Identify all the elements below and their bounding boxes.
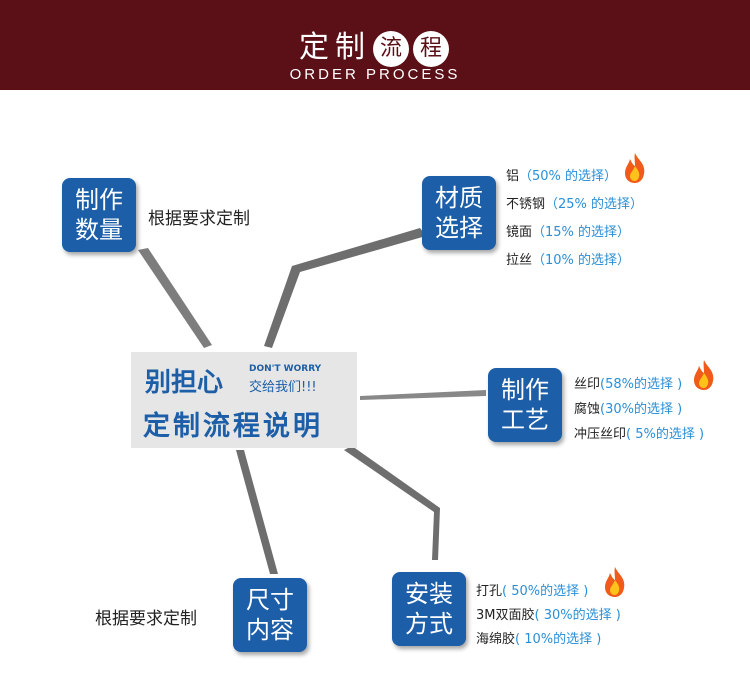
node-quantity: 制作 数量 bbox=[62, 178, 136, 252]
line-size bbox=[236, 450, 278, 574]
node-craft: 制作 工艺 bbox=[488, 368, 562, 442]
center-panel: 别担心 DON'T WORRY 交给我们!!! 定制流程说明 bbox=[131, 352, 357, 448]
option-percent: ( 50%的选择 ) bbox=[502, 584, 589, 599]
line-craft bbox=[360, 390, 486, 400]
node-quantity-line2: 数量 bbox=[75, 216, 123, 244]
install-option-2: 3M双面胶( 30%的选择 ) bbox=[476, 604, 621, 623]
option-percent: ( 30%的选择 ) bbox=[534, 608, 621, 623]
craft-option-2: 腐蚀(30%的选择 ) bbox=[574, 398, 682, 417]
option-percent: （50% 的选择） bbox=[519, 169, 618, 184]
quantity-note: 根据要求定制 bbox=[148, 209, 250, 229]
node-craft-line1: 制作 bbox=[501, 376, 549, 404]
option-percent: (58%的选择 ) bbox=[600, 377, 683, 392]
option-name: 海绵胶 bbox=[476, 632, 516, 647]
header-banner: 定制流程 ORDER PROCESS bbox=[0, 0, 750, 90]
install-option-1: 打孔( 50%的选择 ) bbox=[476, 580, 588, 599]
option-name: 冲压丝印 bbox=[574, 427, 627, 442]
option-percent: （15% 的选择） bbox=[532, 225, 631, 240]
material-option-2: 不锈钢（25% 的选择） bbox=[506, 193, 643, 212]
flame-icon bbox=[605, 567, 625, 597]
material-option-3: 镜面（15% 的选择） bbox=[506, 221, 630, 240]
banner-title-plain: 定制 bbox=[299, 30, 371, 65]
node-craft-line2: 工艺 bbox=[501, 406, 549, 434]
node-quantity-line1: 制作 bbox=[75, 186, 123, 214]
option-percent: （10% 的选择） bbox=[532, 253, 631, 268]
flame-icon bbox=[625, 153, 645, 183]
node-material-line2: 选择 bbox=[435, 214, 483, 242]
option-percent: ( 10%的选择 ) bbox=[515, 632, 602, 647]
option-name: 丝印 bbox=[574, 377, 601, 392]
center-english: DON'T WORRY bbox=[249, 364, 322, 374]
option-percent: ( 5%的选择 ) bbox=[626, 427, 705, 442]
line-quantity bbox=[138, 248, 212, 348]
option-name: 打孔 bbox=[476, 584, 503, 599]
craft-option-3: 冲压丝印( 5%的选择 ) bbox=[574, 423, 704, 442]
node-install-line1: 安装 bbox=[405, 580, 453, 608]
center-line1: 别担心 bbox=[145, 368, 224, 398]
option-name: 不锈钢 bbox=[506, 197, 546, 212]
line-material bbox=[264, 228, 426, 348]
option-name: 铝 bbox=[506, 169, 520, 184]
center-chinese: 交给我们!!! bbox=[249, 380, 317, 395]
node-size-line2: 内容 bbox=[246, 616, 294, 644]
node-size: 尺寸 内容 bbox=[233, 578, 307, 652]
size-note: 根据要求定制 bbox=[95, 609, 197, 629]
center-line2: 定制流程说明 bbox=[143, 411, 323, 442]
install-option-3: 海绵胶( 10%的选择 ) bbox=[476, 628, 601, 647]
option-name: 镜面 bbox=[506, 225, 533, 240]
craft-option-1: 丝印(58%的选择 ) bbox=[574, 373, 682, 392]
material-option-1: 铝（50% 的选择） bbox=[506, 165, 617, 184]
option-name: 拉丝 bbox=[506, 253, 533, 268]
node-size-line1: 尺寸 bbox=[246, 586, 294, 614]
option-percent: （25% 的选择） bbox=[545, 197, 644, 212]
node-install: 安装 方式 bbox=[392, 572, 466, 646]
banner-seal-2: 程 bbox=[413, 31, 449, 67]
node-install-line2: 方式 bbox=[405, 610, 453, 638]
option-name: 腐蚀 bbox=[574, 402, 601, 417]
banner-seal-1: 流 bbox=[373, 31, 409, 67]
option-percent: (30%的选择 ) bbox=[600, 402, 683, 417]
node-material-line1: 材质 bbox=[435, 184, 483, 212]
material-option-4: 拉丝（10% 的选择） bbox=[506, 249, 630, 268]
option-name: 3M双面胶 bbox=[476, 608, 535, 623]
line-install bbox=[344, 446, 440, 560]
banner-title: 定制流程 bbox=[0, 22, 750, 67]
node-material: 材质 选择 bbox=[422, 176, 496, 250]
banner-subtitle: ORDER PROCESS bbox=[289, 66, 461, 83]
flame-icon bbox=[694, 360, 714, 390]
